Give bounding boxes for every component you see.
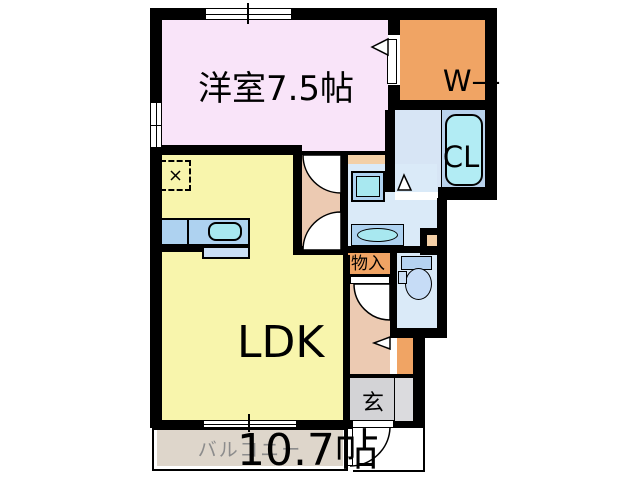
storage-box — [346, 253, 390, 275]
window-ldk-bottom — [203, 420, 297, 428]
room-ldk-main — [162, 155, 293, 420]
ceiling-hatch-symbol — [160, 160, 191, 191]
kitchen-counter-divider — [187, 219, 189, 245]
toilet-bowl — [405, 268, 432, 300]
room-entrance — [349, 378, 394, 421]
wall-ldk-hall — [293, 145, 302, 255]
bathtub — [445, 114, 483, 186]
wall-bath-left — [385, 110, 395, 192]
wall-entry-right — [413, 332, 425, 428]
shoe-cabinet — [397, 338, 413, 374]
western-room-label: 洋室7.5帖 — [197, 69, 355, 109]
wall-left — [150, 8, 162, 428]
washroom-threshold-tan — [348, 155, 392, 164]
washing-machine-inner — [356, 176, 380, 197]
room-entrance-outer — [394, 378, 413, 421]
wall-wcl-bottom — [388, 100, 497, 110]
window-western-top — [205, 8, 292, 20]
entrance-label: 玄 — [361, 391, 384, 416]
entrance-threshold — [352, 420, 394, 428]
vanity-sink — [357, 228, 398, 242]
kitchen-lower-cabinet — [202, 246, 250, 259]
wcl-label: W— CL — [406, 24, 501, 214]
balcony-label: バルコニー — [197, 438, 303, 461]
wall-storage-toilet — [390, 253, 397, 338]
wcl-door-leaf — [387, 39, 397, 84]
hall-upper — [302, 155, 340, 246]
porch-line-right — [423, 428, 425, 472]
wcl-label-line1: W— — [442, 64, 501, 98]
ldk-label: LDK 10.7帖 — [181, 262, 379, 480]
wall-bath-bottom — [438, 187, 497, 200]
kitchen-base-edge — [158, 246, 202, 252]
ldk-label-line2: 10.7帖 — [236, 425, 379, 476]
wall-entrance-top-thin — [348, 374, 413, 378]
window-western-left — [150, 102, 162, 148]
room-walk-in-closet — [398, 20, 487, 102]
porch-line-bottom — [353, 470, 425, 472]
storage-label: 物入 — [351, 254, 385, 274]
wall-tan-square-bottom — [427, 247, 437, 255]
wall-western-bottom — [152, 145, 302, 155]
kitchen-sink — [208, 222, 242, 241]
wall-tan-square-left — [420, 235, 427, 255]
room-western — [162, 20, 390, 151]
balcony: バルコニー — [152, 428, 348, 471]
wcl-label-line2: CL — [442, 140, 480, 174]
balcony-floor: バルコニー — [157, 430, 343, 466]
small-tan-square — [427, 235, 437, 247]
wall-washroom-storage — [340, 246, 397, 253]
toilet-handle — [398, 271, 407, 284]
wall-washroom-right — [437, 198, 447, 338]
wall-storage-bottom-thin — [346, 274, 390, 277]
wall-hall-washroom — [340, 151, 348, 255]
room-ldk-east — [293, 255, 343, 420]
wall-entry-bottom — [394, 421, 425, 428]
bathroom-threshold — [395, 192, 437, 200]
ldk-label-line1: LDK — [236, 317, 325, 368]
wall-tan-square-top — [420, 228, 437, 235]
wall-top — [152, 8, 497, 20]
